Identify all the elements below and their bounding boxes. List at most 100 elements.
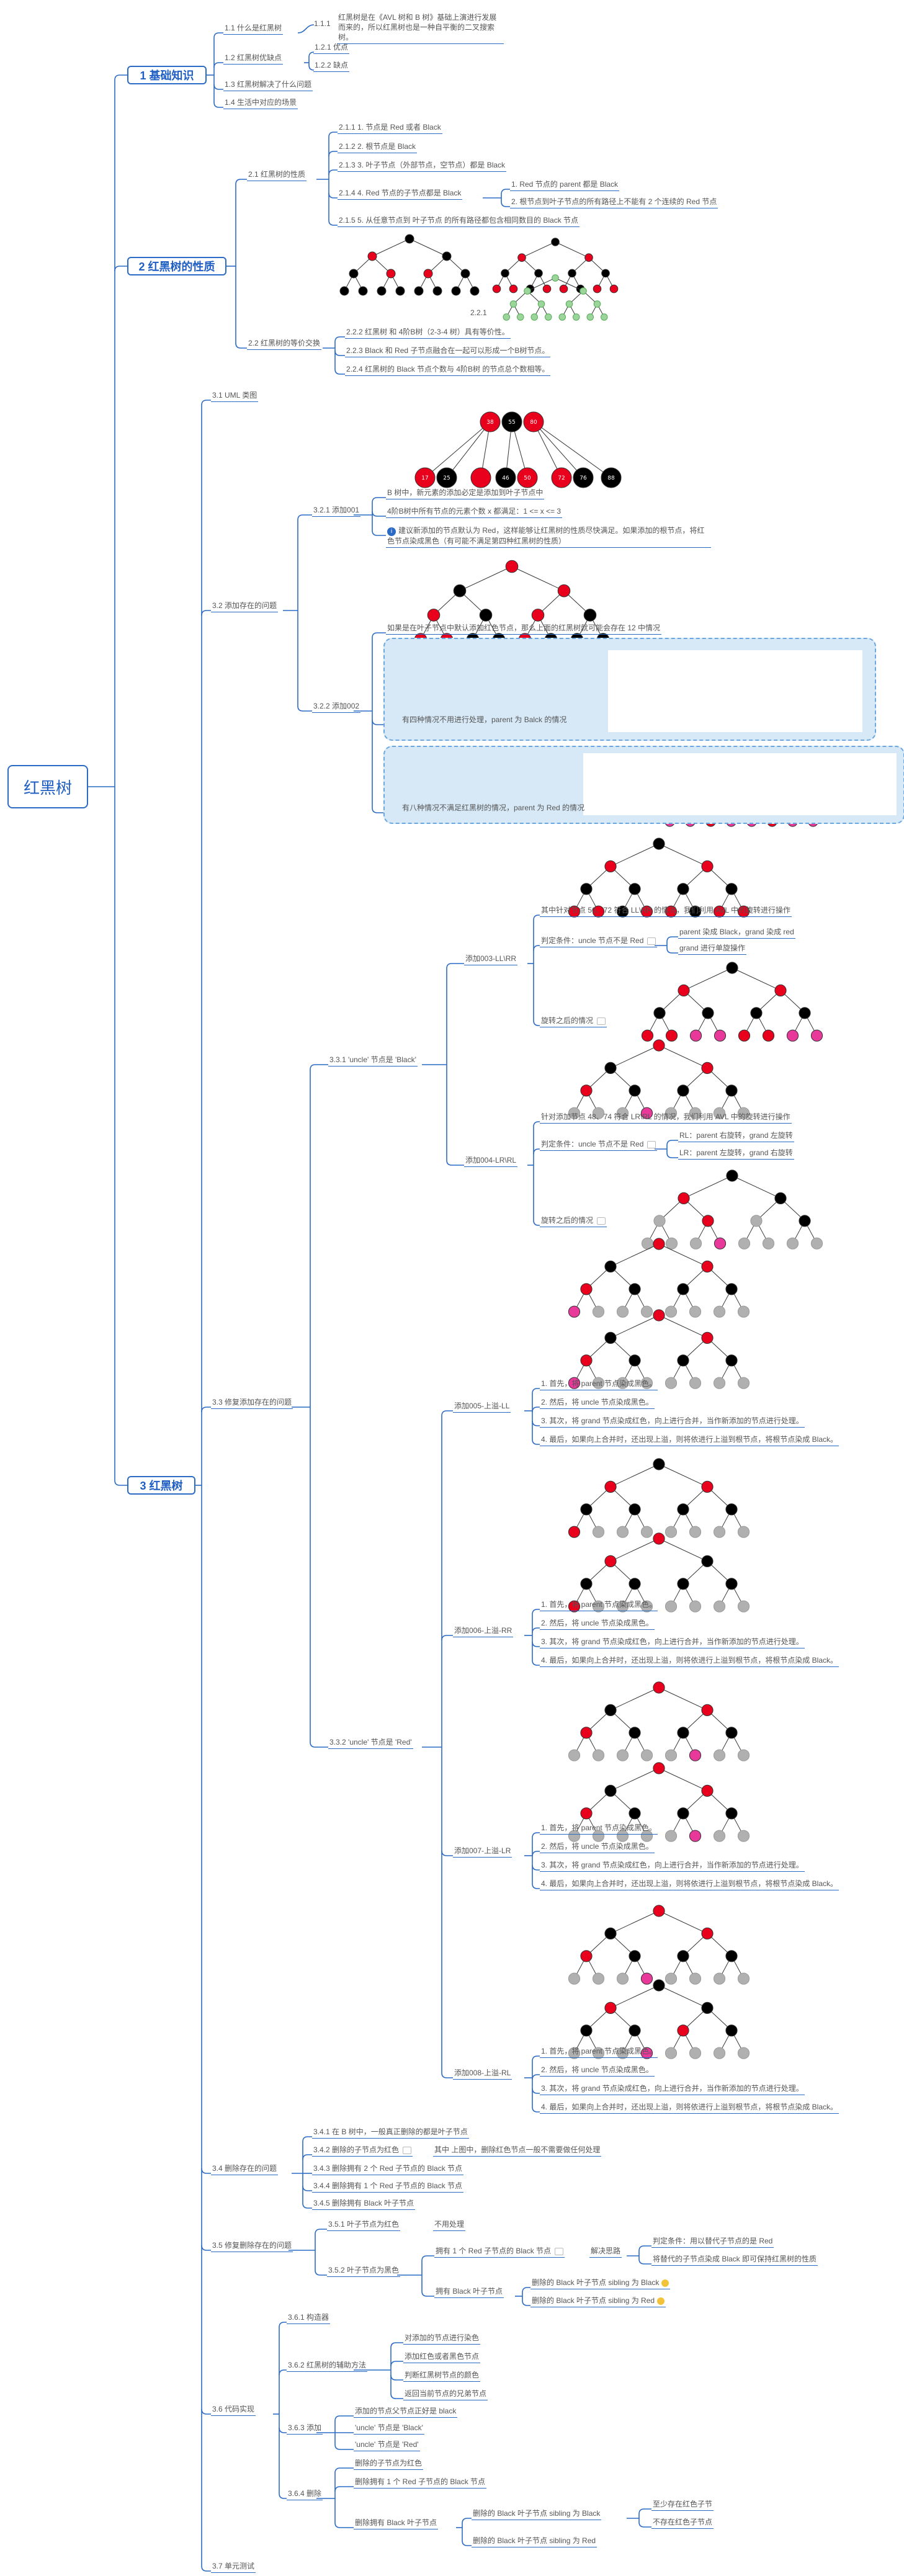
delete-fix-2g[interactable]: 删除的 Black 叶子节点 sibling 为 Red [530, 2296, 666, 2307]
delete-3[interactable]: 3.4.3 删除拥有 2 个 Red 子节点的 Black 节点 [312, 2163, 464, 2175]
add007-step1[interactable]: 1. 首先，将 parent 节点染成黑色。 [540, 1823, 658, 1835]
topic-2-2-3[interactable]: 2.2.3 Black 和 Red 子节点融合在一起可以形成一个B树节点。 [345, 346, 551, 357]
delete-2a[interactable]: 其中 上图中，删除红色节点一般不需要做任何处理 [433, 2145, 602, 2157]
code-delete-d[interactable]: 删除的 Black 叶子节点 sibling 为 Black [472, 2508, 602, 2520]
topic-add005[interactable]: 添加005-上溢-LL [453, 1401, 511, 1413]
topic-2-2-2[interactable]: 2.2.2 红黑树 和 4阶B树（2-3-4 树）具有等价性。 [345, 327, 511, 339]
add005-step2[interactable]: 2. 然后，将 uncle 节点染成黑色。 [540, 1397, 655, 1409]
delete-fix-1[interactable]: 3.5.1 叶子节点为红色 [327, 2219, 401, 2231]
code-add[interactable]: 3.6.3 添加 [287, 2423, 323, 2435]
code-helper-a[interactable]: 对添加的节点进行染色 [403, 2333, 481, 2345]
add002-c[interactable]: 有八种情况不满足红黑树的情况，parent 为 Red 的情况 [402, 803, 585, 812]
topic-delete-issue[interactable]: 3.4 删除存在的问题 [211, 2163, 279, 2175]
delete-fix-2d[interactable]: 将替代的子节点染成 Black 即可保持红黑树的性质 [651, 2254, 818, 2266]
add001-a[interactable]: B 树中，新元素的添加必定是添加到叶子节点中 [386, 488, 545, 499]
add004-b[interactable]: 判定条件：uncle 节点不是 Red [540, 1139, 658, 1151]
topic-add-issue[interactable]: 3.2 添加存在的问题 [211, 601, 279, 612]
delete-fix-2[interactable]: 3.5.2 叶子节点为黑色 [327, 2265, 401, 2277]
add004-d[interactable]: LR：parent 左旋转，grand 右旋转 [678, 1148, 794, 1160]
code-delete-g[interactable]: 不存在红色子节点 [651, 2517, 714, 2529]
add003-a[interactable]: 其中针对节点 50、72 符合 LL\RR 的情况，我们利用 AVL 中的旋转进… [540, 905, 792, 917]
topic-code[interactable]: 3.6 代码实现 [211, 2404, 256, 2416]
add006-step3[interactable]: 3. 其次，将 grand 节点染成红色，向上进行合并，当作新添加的节点进行处理… [540, 1637, 805, 1648]
code-helper-d[interactable]: 返回当前节点的兄弟节点 [403, 2389, 488, 2400]
topic-add008[interactable]: 添加008-上溢-RL [453, 2068, 512, 2080]
add007-step2[interactable]: 2. 然后，将 uncle 节点染成黑色。 [540, 1841, 655, 1853]
topic-what-is[interactable]: 1.1 什么是红黑树 [223, 23, 284, 35]
topic-uml[interactable]: 3.1 UML 类图 [211, 390, 259, 402]
add007-step3[interactable]: 3. 其次，将 grand 节点染成红色，向上进行合并，当作新添加的节点进行处理… [540, 1860, 805, 1872]
add002-a[interactable]: 如果是在叶子节点中默认添加红色节点，那么上面的红黑树就可能会存在 12 中情况 [386, 623, 662, 635]
topic-add004[interactable]: 添加004-LR\RL [464, 1155, 518, 1167]
delete-5[interactable]: 3.4.5 删除拥有 Black 叶子节点 [312, 2198, 416, 2210]
topic-pros[interactable]: 1.2.1 优点 [313, 42, 350, 54]
delete-fix-2b[interactable]: 解决思路 [589, 2246, 622, 2258]
delete-fix-2a[interactable]: 拥有 1 个 Red 子节点的 Black 节点 [434, 2246, 565, 2258]
code-delete-f[interactable]: 至少存在红色子节 [651, 2499, 714, 2511]
add004-c[interactable]: RL：parent 右旋转，grand 左旋转 [678, 1130, 794, 1142]
add005-step3[interactable]: 3. 其次，将 grand 节点染成红色，向上进行合并，当作新添加的节点进行处理… [540, 1416, 805, 1428]
delete-fix-2c[interactable]: 判定条件：用以替代子节点的是 Red [651, 2236, 774, 2248]
topic-add002[interactable]: 3.2.2 添加002 [312, 701, 361, 713]
code-add-b[interactable]: 'uncle' 节点是 'Black' [354, 2423, 424, 2435]
add001-b[interactable]: 4阶B树中所有节点的元素个数 x 都满足：1 <= x <= 3 [386, 506, 563, 518]
topic-2-2[interactable]: 2.2 红黑树的等价交换 [247, 338, 322, 350]
section-rbtree[interactable]: 3 红黑树 [127, 1476, 195, 1495]
topic-solve[interactable]: 1.3 红黑树解决了什么问题 [223, 79, 313, 91]
code-helper-c[interactable]: 判断红黑树节点的颜色 [403, 2370, 481, 2382]
add006-step1[interactable]: 1. 首先，将 parent 节点染成黑色。 [540, 1599, 658, 1611]
topic-uncle-red[interactable]: 3.3.2 'uncle' 节点是 'Red' [328, 1737, 413, 1749]
code-constructor[interactable]: 3.6.1 构造器 [287, 2312, 331, 2324]
code-helper-b[interactable]: 添加红色或者黑色节点 [403, 2351, 481, 2363]
topic-uncle-black[interactable]: 3.3.1 'uncle' 节点是 'Black' [328, 1055, 418, 1067]
topic-2-1-5[interactable]: 2.1.5 5. 从任意节点到 叶子节点 的所有路径都包含相同数目的 Black… [338, 215, 580, 227]
delete-fix-2f[interactable]: 删除的 Black 叶子节点 sibling 为 Black [530, 2278, 671, 2289]
topic-2-1-4a[interactable]: 1. Red 节点的 parent 都是 Black [510, 179, 620, 191]
delete-1[interactable]: 3.4.1 在 B 树中，一般真正删除的都是叶子节点 [312, 2127, 469, 2139]
code-delete-a[interactable]: 删除的子节点为红色 [354, 2458, 424, 2470]
topic-cons[interactable]: 1.2.2 缺点 [313, 60, 350, 72]
add006-step2[interactable]: 2. 然后，将 uncle 节点染成黑色。 [540, 1618, 655, 1630]
delete-fix-2e[interactable]: 拥有 Black 叶子节点 [434, 2286, 504, 2298]
add004-e[interactable]: 旋转之后的情况 [540, 1215, 607, 1227]
topic-2-1-3[interactable]: 2.1.3 3. 叶子节点（外部节点，空节点）都是 Black [338, 160, 507, 172]
section-basics[interactable]: 1 基础知识 [127, 66, 207, 84]
add006-step4[interactable]: 4. 最后，如果向上合并时，还出现上溢，则将依进行上溢到根节点，将根节点染成 B… [540, 1655, 839, 1667]
add002-b[interactable]: 有四种情况不用进行处理，parent 为 Balck 的情况 [402, 715, 567, 724]
topic-add006[interactable]: 添加006-上溢-RR [453, 1626, 514, 1637]
delete-fix-1a[interactable]: 不用处理 [433, 2219, 466, 2231]
topic-2-1[interactable]: 2.1 红黑树的性质 [247, 169, 307, 181]
add008-step4[interactable]: 4. 最后，如果向上合并时，还出现上溢，则将依进行上溢到根节点，将根节点染成 B… [540, 2102, 839, 2114]
add008-step2[interactable]: 2. 然后，将 uncle 节点染成黑色。 [540, 2065, 655, 2077]
add005-step4[interactable]: 4. 最后，如果向上合并时，还出现上溢，则将依进行上溢到根节点，将根节点染成 B… [540, 1434, 839, 1446]
topic-2-2-4[interactable]: 2.2.4 红黑树的 Black 节点个数与 4阶B树 的节点总个数相等。 [345, 364, 551, 376]
code-delete-e[interactable]: 删除的 Black 叶子节点 sibling 为 Red [472, 2536, 597, 2547]
code-add-c[interactable]: 'uncle' 节点是 'Red' [354, 2440, 420, 2451]
code-helpers[interactable]: 3.6.2 红黑树的辅助方法 [287, 2360, 368, 2372]
topic-add001[interactable]: 3.2.1 添加001 [312, 505, 361, 517]
delete-2[interactable]: 3.4.2 删除的子节点为红色 [312, 2145, 413, 2157]
topic-add007[interactable]: 添加007-上溢-LR [453, 1846, 512, 1858]
topic-life[interactable]: 1.4 生活中对应的场景 [223, 97, 298, 109]
topic-2-1-4b[interactable]: 2. 根节点到叶子节点的所有路径上不能有 2 个连续的 Red 节点 [510, 197, 718, 208]
add003-b[interactable]: 判定条件：uncle 节点不是 Red [540, 936, 658, 947]
add003-c[interactable]: parent 染成 Black，grand 染成 red [678, 927, 795, 939]
add008-step3[interactable]: 3. 其次，将 grand 节点染成红色，向上进行合并，当作新添加的节点进行处理… [540, 2083, 805, 2095]
add008-step1[interactable]: 1. 首先，将 parent 节点染成黑色。 [540, 2046, 658, 2058]
delete-4[interactable]: 3.4.4 删除拥有 1 个 Red 子节点的 Black 节点 [312, 2181, 464, 2193]
root-topic[interactable]: 红黑树 [7, 765, 88, 808]
topic-2-1-2[interactable]: 2.1.2 2. 根节点是 Black [338, 141, 418, 153]
code-delete-c[interactable]: 删除拥有 Black 叶子节点 [354, 2518, 439, 2529]
code-delete[interactable]: 3.6.4 删除 [287, 2489, 323, 2500]
add005-step1[interactable]: 1. 首先，将 parent 节点染成黑色。 [540, 1379, 658, 1390]
add007-step4[interactable]: 4. 最后，如果向上合并时，还出现上溢，则将依进行上溢到根节点，将根节点染成 B… [540, 1879, 839, 1890]
topic-delete-fix[interactable]: 3.5 修复删除存在的问题 [211, 2240, 293, 2252]
topic-2-1-1[interactable]: 2.1.1 1. 节点是 Red 或者 Black [338, 122, 442, 134]
code-delete-b[interactable]: 删除拥有 1 个 Red 子节点的 Black 节点 [354, 2477, 487, 2489]
add003-d[interactable]: grand 进行单旋操作 [678, 943, 747, 955]
section-properties[interactable]: 2 红黑树的性质 [127, 257, 226, 275]
topic-fix-add[interactable]: 3.3 修复添加存在的问题 [211, 1397, 293, 1409]
topic-1-1-1[interactable]: 红黑树是在《AVL 树和 B 树》基础上演进行发展而来的，所以红黑树也是一种自平… [337, 12, 504, 44]
code-add-a[interactable]: 添加的节点父节点正好是 black [354, 2406, 458, 2418]
